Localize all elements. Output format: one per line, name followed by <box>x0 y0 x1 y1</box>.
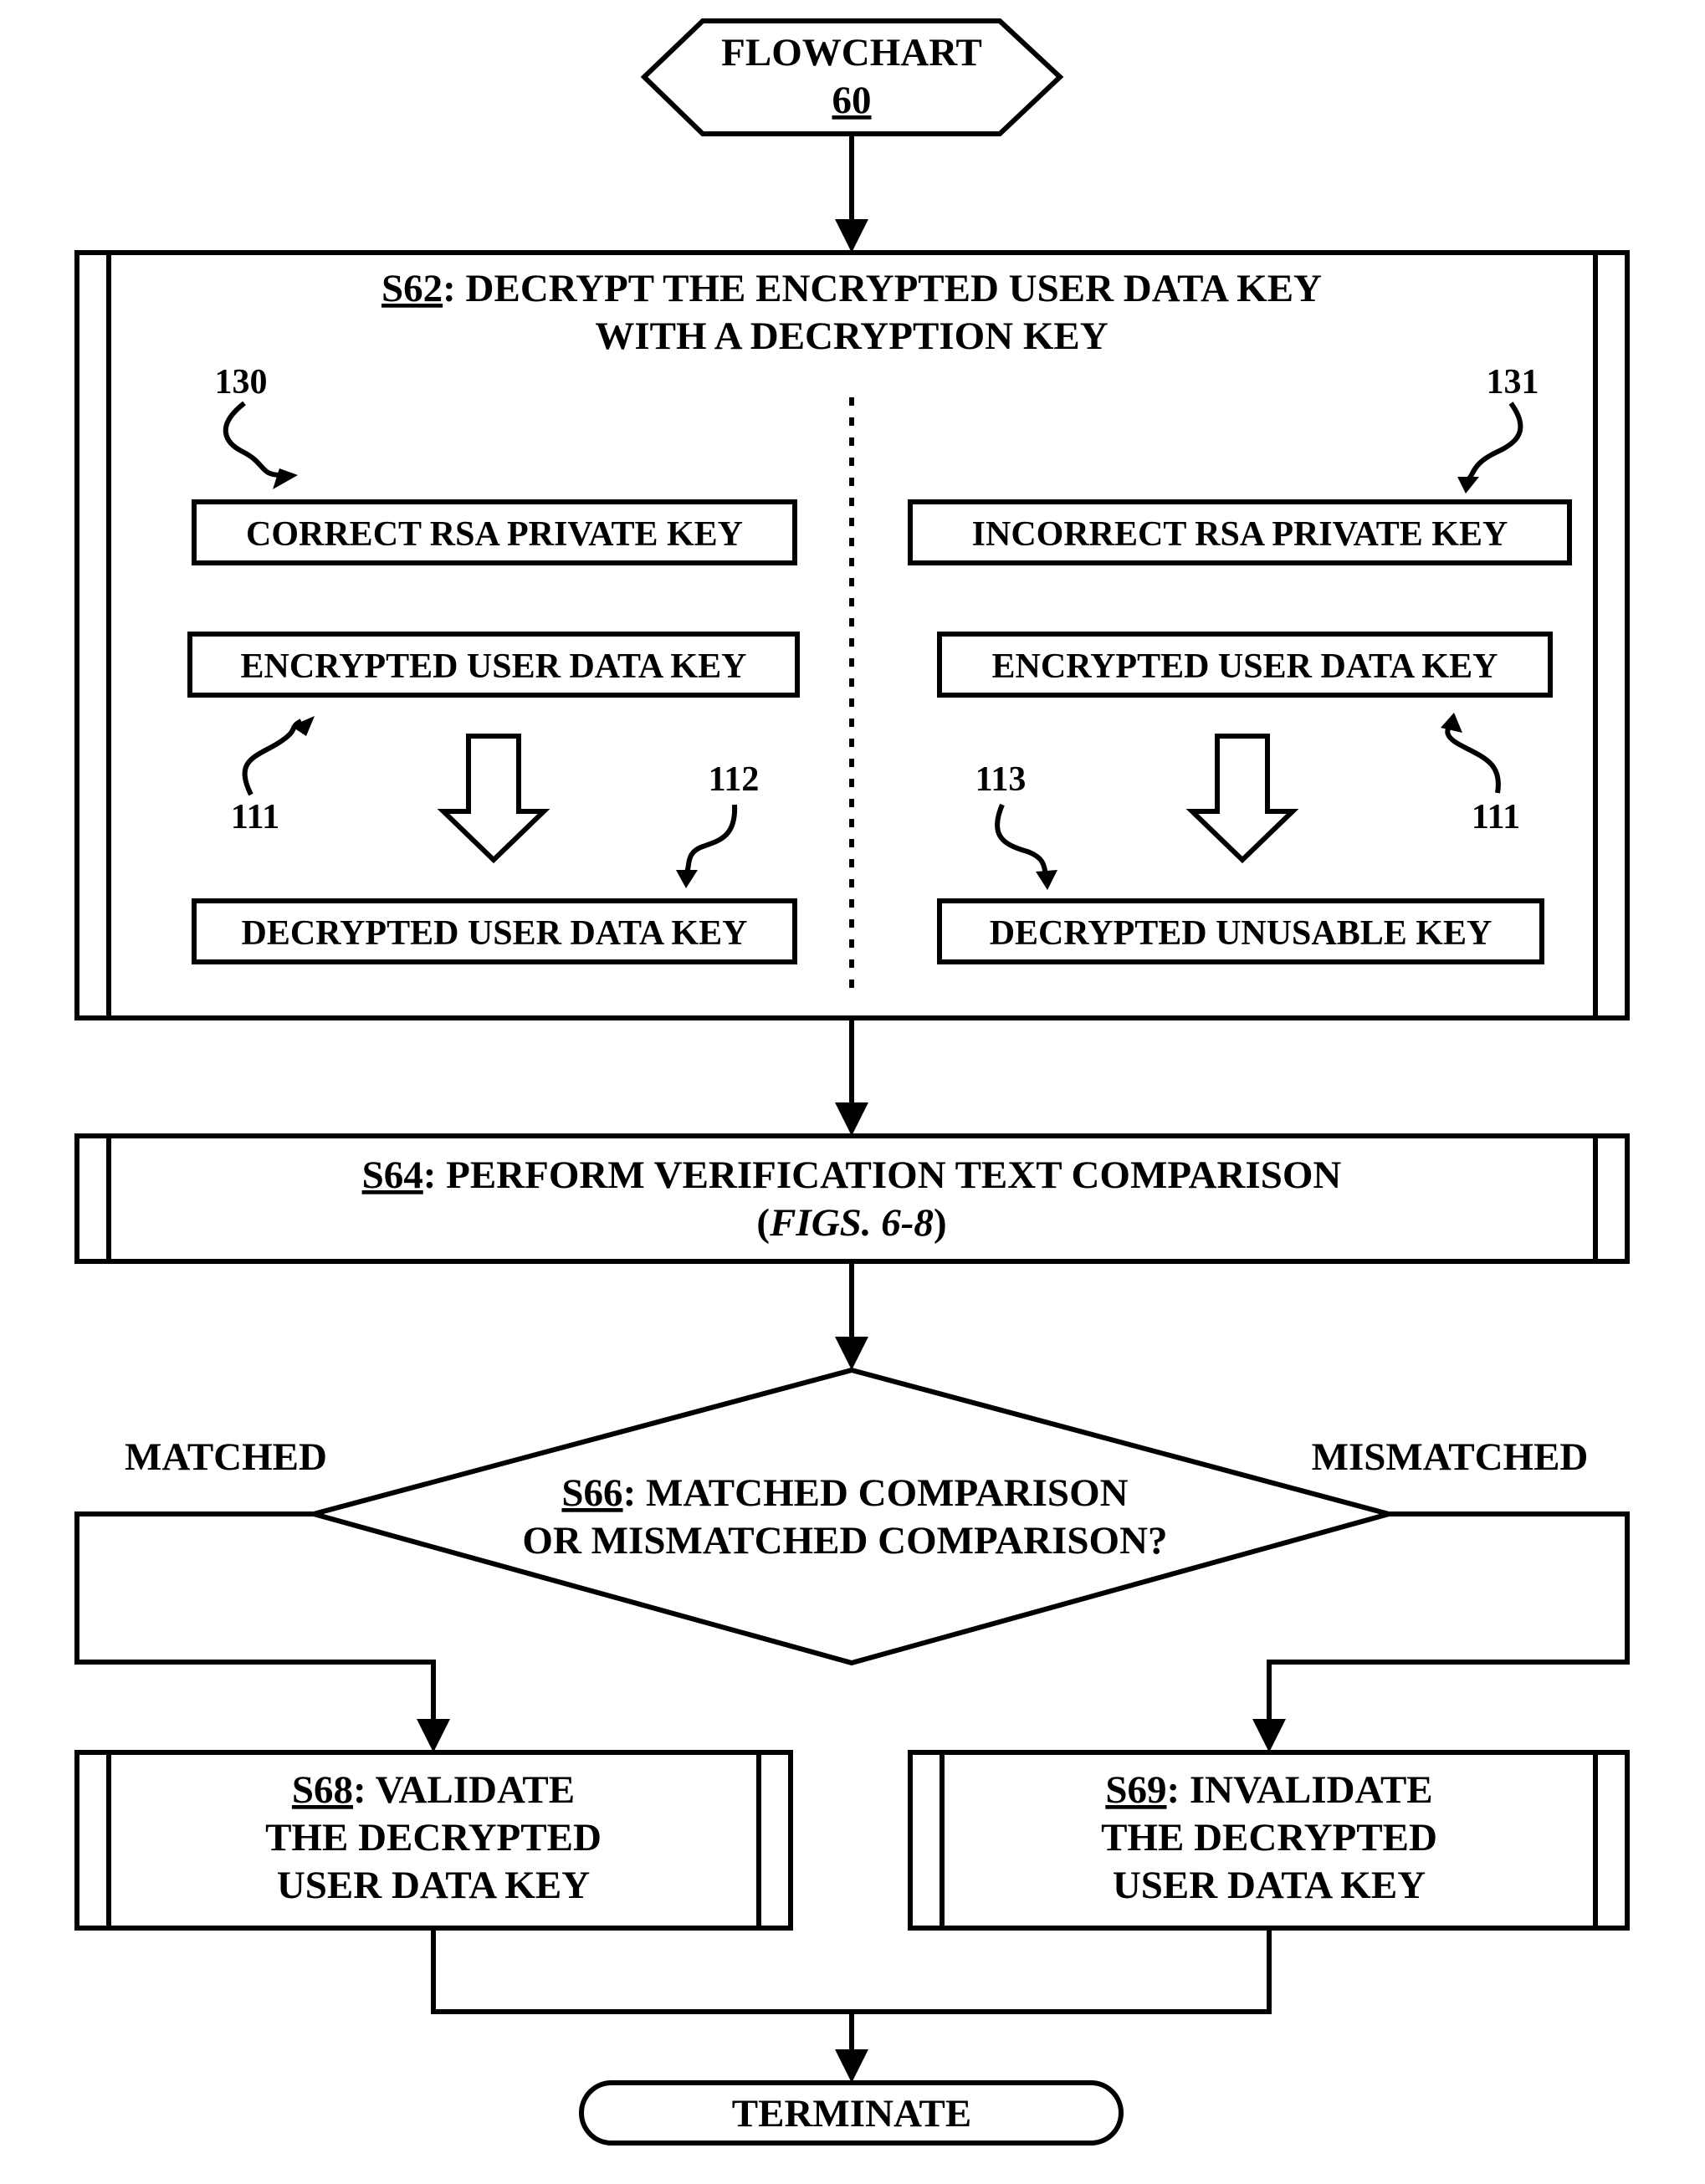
ref-111-left: 111 <box>231 798 279 836</box>
step-s68-title: S68: VALIDATE <box>292 1768 575 1812</box>
step-s62-title-line2: WITH A DECRYPTION KEY <box>595 315 1108 358</box>
connector-s66-s69 <box>1252 1514 1627 1752</box>
ref-113: 113 <box>975 760 1027 799</box>
step-s69-title: S69: INVALIDATE <box>1105 1768 1432 1812</box>
connector-s62-s64 <box>835 1018 868 1136</box>
ref-130: 130 <box>215 363 268 402</box>
decision-s66-line2: OR MISMATCHED COMPARISON? <box>522 1519 1167 1563</box>
connector-start-s62 <box>835 134 868 253</box>
step-s68-box: S68: VALIDATE THE DECRYPTED USER DATA KE… <box>77 1752 791 1928</box>
start-hexagon: FLOWCHART 60 <box>644 21 1060 134</box>
decision-s66-id: S66 <box>561 1471 622 1515</box>
decrypted-unusable-label: DECRYPTED UNUSABLE KEY <box>990 914 1493 953</box>
correct-key-label: CORRECT RSA PRIVATE KEY <box>246 515 743 554</box>
ref-111-right: 111 <box>1472 798 1520 836</box>
ref-112: 112 <box>709 760 760 799</box>
step-s69-box: S69: INVALIDATE THE DECRYPTED USER DATA … <box>910 1752 1627 1928</box>
decision-s66-title: S66: MATCHED COMPARISON <box>561 1471 1128 1515</box>
start-number: 60 <box>832 79 872 122</box>
branch-matched-label: MATCHED <box>125 1435 327 1479</box>
step-s68-line2: THE DECRYPTED <box>265 1816 602 1859</box>
encrypted-key-label-left: ENCRYPTED USER DATA KEY <box>241 647 747 686</box>
terminate-node: TERMINATE <box>581 2083 1121 2143</box>
step-s69-line3: USER DATA KEY <box>1113 1864 1426 1907</box>
step-s68-line3: USER DATA KEY <box>277 1864 590 1907</box>
step-s64-id: S64 <box>362 1153 423 1197</box>
decision-s66: S66: MATCHED COMPARISON OR MISMATCHED CO… <box>314 1370 1389 1663</box>
connector-s66-s68 <box>77 1514 450 1752</box>
step-s69-line2: THE DECRYPTED <box>1101 1816 1437 1859</box>
step-s64-title: S64: PERFORM VERIFICATION TEXT COMPARISO… <box>362 1153 1342 1197</box>
branch-mismatched-label: MISMATCHED <box>1312 1435 1589 1479</box>
ref-131: 131 <box>1487 363 1539 402</box>
incorrect-key-label: INCORRECT RSA PRIVATE KEY <box>972 515 1508 554</box>
step-s68-id: S68 <box>292 1768 353 1812</box>
step-s62-title: S62: DECRYPT THE ENCRYPTED USER DATA KEY <box>381 267 1322 310</box>
step-s62-box: S62: DECRYPT THE ENCRYPTED USER DATA KEY… <box>77 253 1627 1018</box>
connector-to-terminate <box>433 1928 1269 2083</box>
step-s64-box: S64: PERFORM VERIFICATION TEXT COMPARISO… <box>77 1136 1627 1261</box>
terminate-label: TERMINATE <box>732 2092 971 2135</box>
start-title: FLOWCHART <box>721 31 982 74</box>
decrypted-key-label: DECRYPTED USER DATA KEY <box>242 914 748 953</box>
step-s64-figs: (FIGS. 6-8) <box>756 1201 946 1245</box>
step-s69-id: S69 <box>1105 1768 1166 1812</box>
encrypted-key-label-right: ENCRYPTED USER DATA KEY <box>992 647 1498 686</box>
step-s62-id: S62 <box>381 267 443 310</box>
connector-s64-s66 <box>835 1261 868 1370</box>
